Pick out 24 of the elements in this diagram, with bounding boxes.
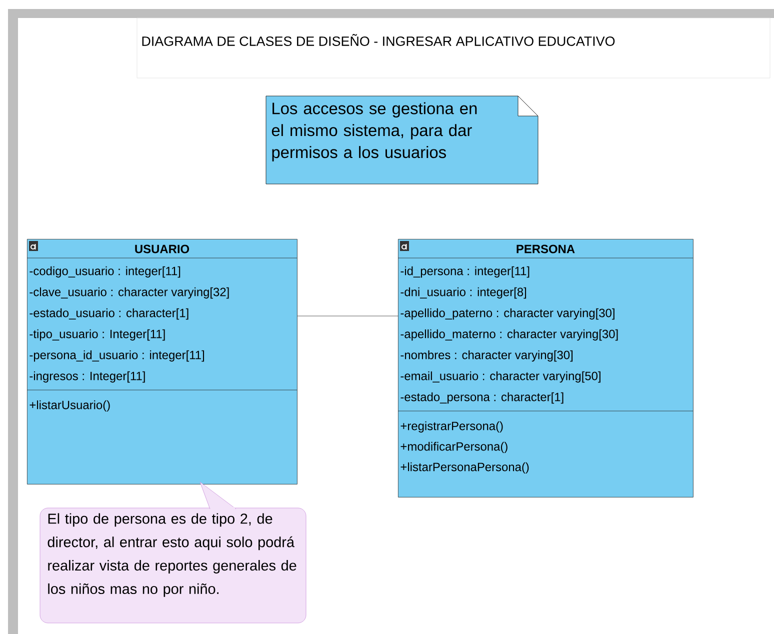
attribute-text: -codigo_usuario : integer[11] (30, 266, 180, 278)
attribute-text: -estado_persona : character[1] (400, 392, 564, 404)
speech-bubble: El tipo de persona es de tipo 2, de director, al entrar esto aqui solo podrá realizar vista de reportes generales de los niños mas no por niño. (40, 482, 306, 624)
method-text: +modificarPersona() (400, 442, 508, 454)
attribute-text: -apellido_materno : character varying[30] (400, 329, 618, 341)
attribute-text: -estado_usuario : character[1] (30, 308, 188, 320)
attribute-text: -email_usuario : character varying[50] (400, 371, 600, 383)
attribute-text: -nombres : character varying[30] (400, 350, 573, 362)
attribute-text: -id_persona : integer[11] (400, 266, 530, 278)
attribute-text: -persona_id_usuario : integer[11] (30, 350, 204, 362)
class-name: USUARIO (135, 244, 190, 254)
title-box: DIAGRAMA DE CLASES DE DISEÑO - INGRESAR APLICATIVO EDUCATIVO (136, 18, 770, 78)
class-box (398, 239, 694, 498)
attribute-text: -tipo_usuario : Integer[11] (30, 329, 165, 341)
class-name: PERSONA (516, 244, 575, 254)
attribute-text: -apellido_paterno : character varying[30] (400, 308, 614, 320)
class-box (26, 239, 298, 484)
attribute-text: -dni_usuario : integer[8] (400, 287, 526, 299)
attribute-text: -clave_usuario : character varying[32] (30, 287, 229, 299)
method-text: +listarPersonaPersona() (400, 462, 529, 474)
method-text: +registrarPersona() (400, 421, 503, 433)
attribute-text: -ingresos : Integer[11] (30, 371, 145, 383)
method-text: +listarUsuario() (30, 400, 110, 412)
note-box: Los accesos se gestiona en el mismo sistema, para dar permisos a los usuarios (266, 96, 538, 184)
